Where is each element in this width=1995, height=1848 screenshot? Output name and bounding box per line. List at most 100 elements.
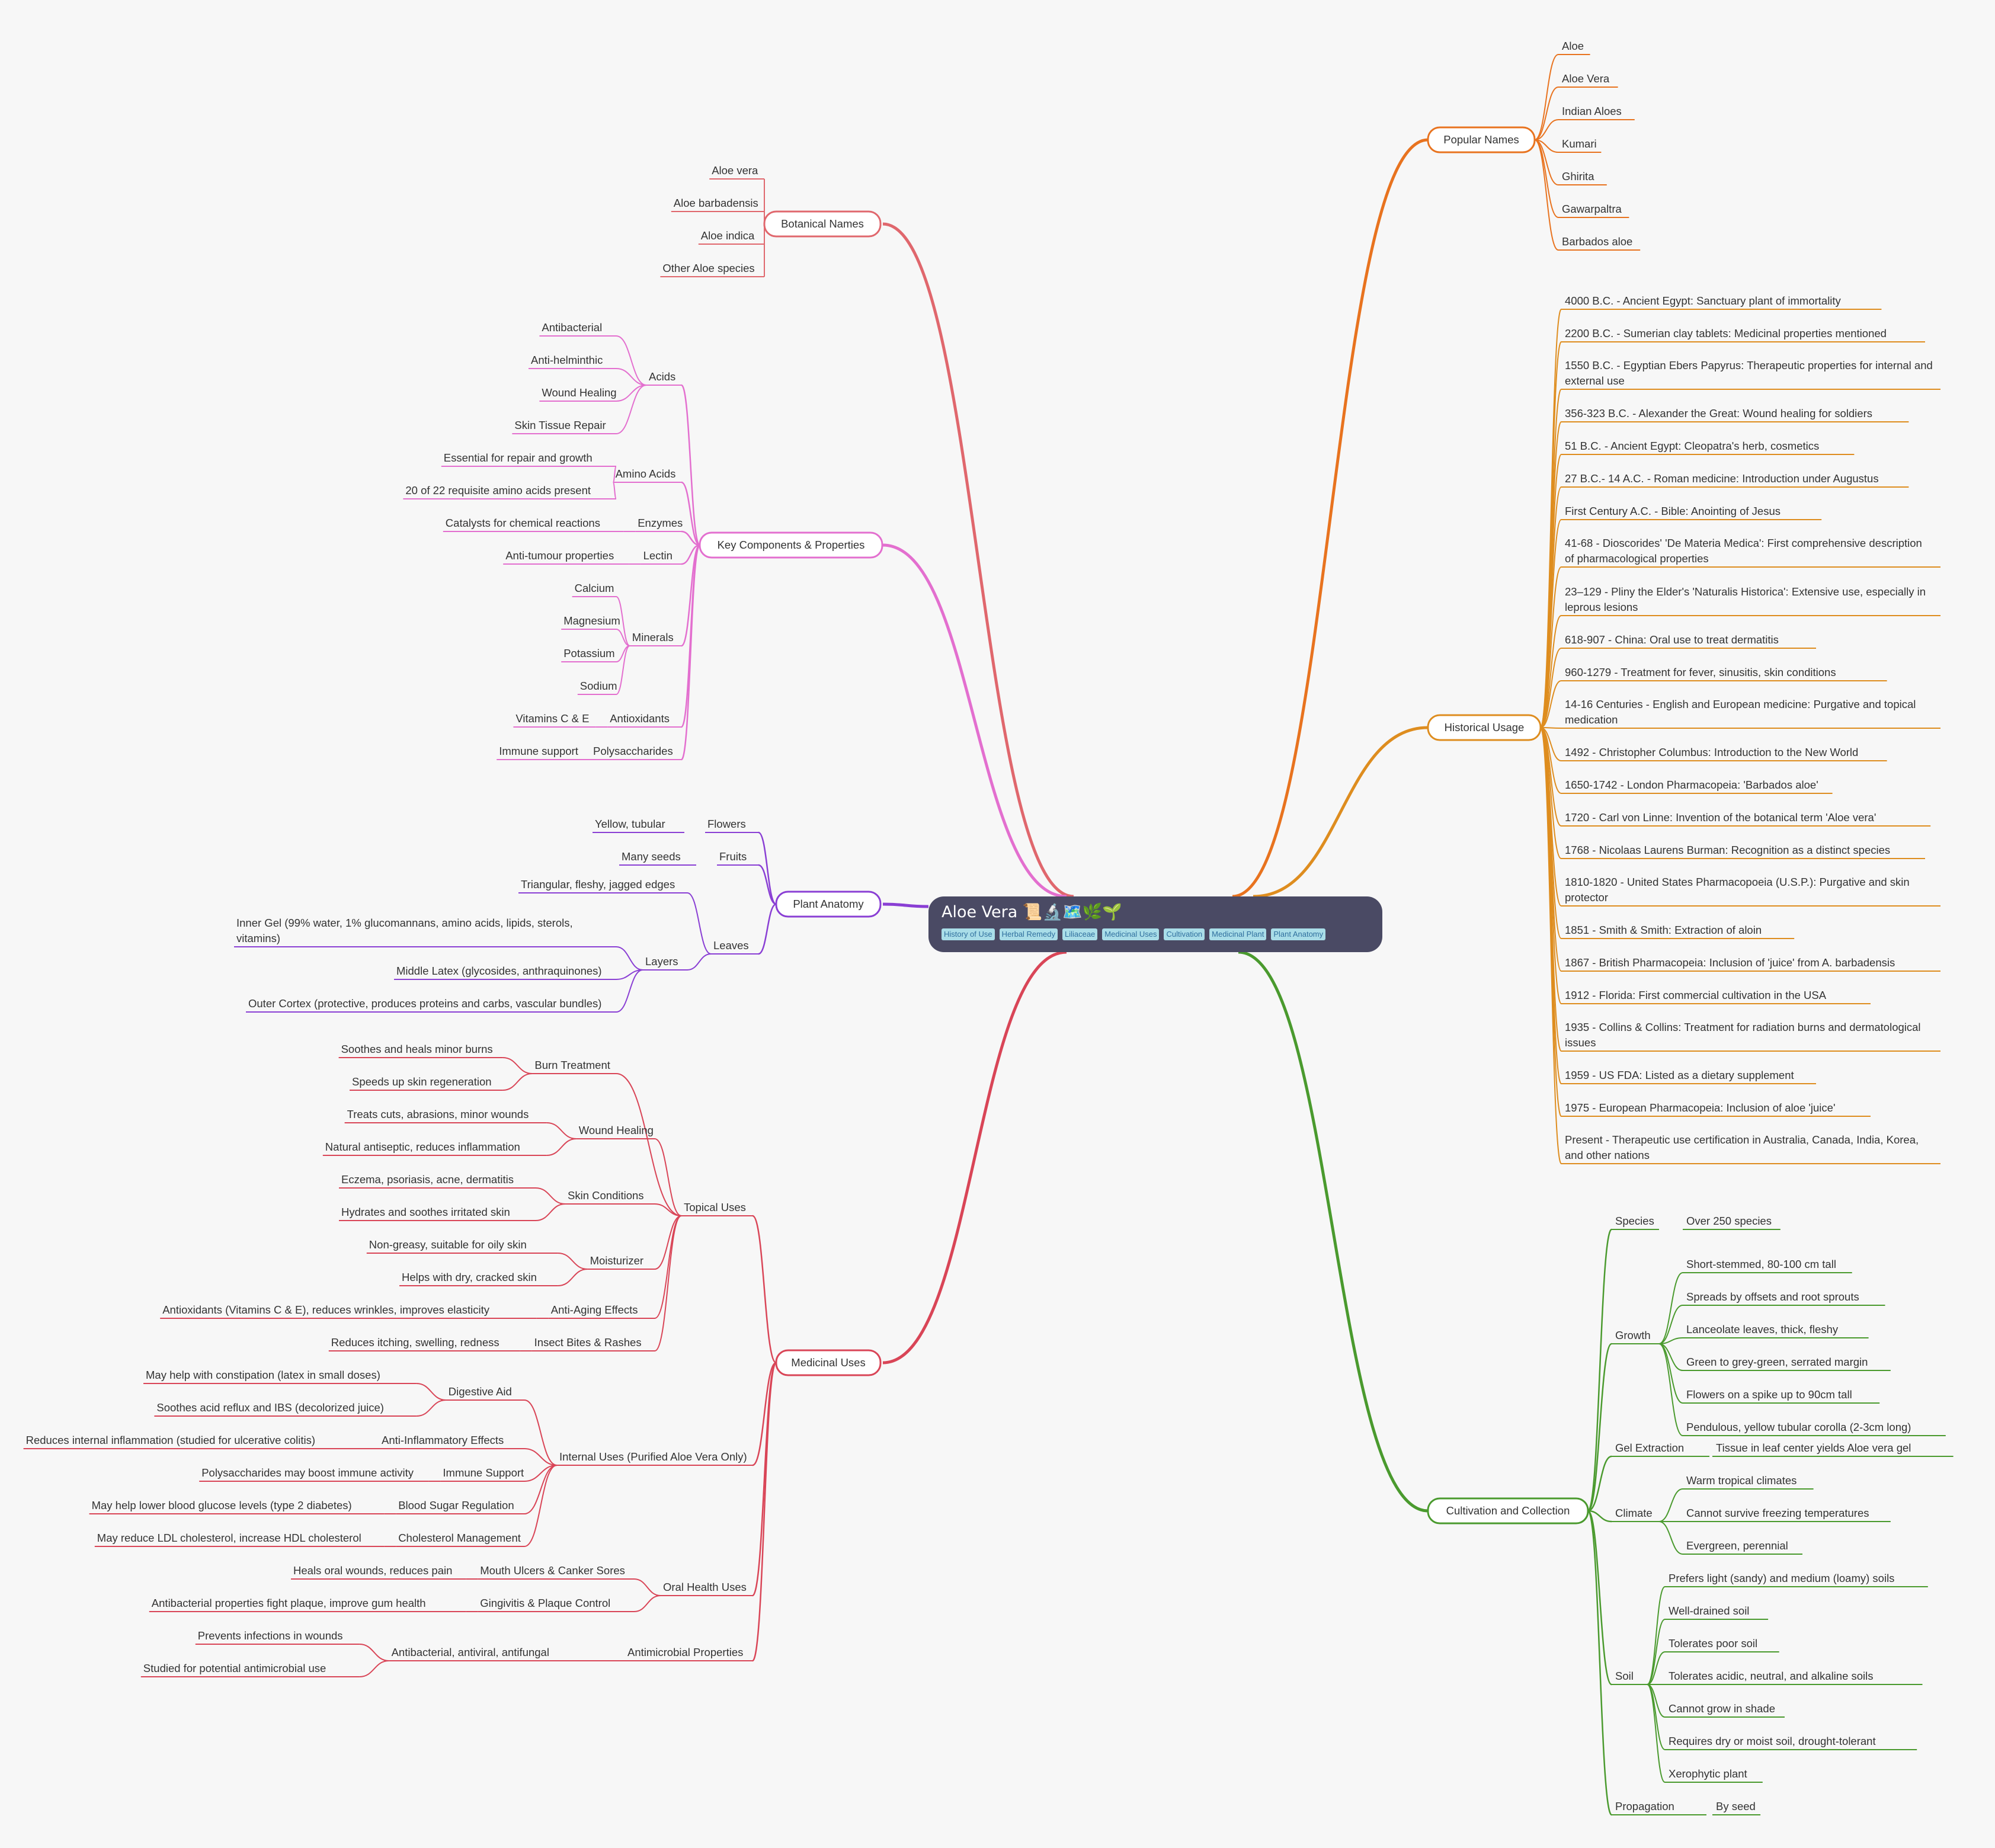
sub-wound-healing[interactable]: Wound Healing bbox=[579, 1124, 654, 1136]
leaf-41-68-dioscorides-de-materia-medica-first-compre[interactable]: 41-68 - Dioscorides' 'De Materia Medica'… bbox=[1565, 537, 1922, 565]
leaf-tolerates-acidic-neutral-and-alkaline-soils[interactable]: Tolerates acidic, neutral, and alkaline … bbox=[1669, 1670, 1874, 1682]
leaf-ghirita[interactable]: Ghirita bbox=[1562, 170, 1594, 182]
leaf-over-250-species[interactable]: Over 250 species bbox=[1686, 1215, 1772, 1227]
leaf-may-help-lower-blood-glucose-levels-type-2-diabe[interactable]: May help lower blood glucose levels (typ… bbox=[92, 1499, 352, 1511]
leaf-studied-for-potential-antimicrobial-use[interactable]: Studied for potential antimicrobial use bbox=[143, 1662, 326, 1674]
sub-amino-acids[interactable]: Amino Acids bbox=[616, 467, 676, 480]
sub-antioxidants[interactable]: Antioxidants bbox=[610, 712, 670, 725]
leaf-polysaccharides-may-boost-immune-activity[interactable]: Polysaccharides may boost immune activit… bbox=[201, 1466, 414, 1479]
leaf-1768-nicolaas-laurens-burman-recognition-as-a-di[interactable]: 1768 - Nicolaas Laurens Burman: Recognit… bbox=[1565, 844, 1890, 856]
leaf-cannot-grow-in-shade[interactable]: Cannot grow in shade bbox=[1669, 1702, 1775, 1715]
leaf-51-b-c-ancient-egypt-cleopatra-s-herb-cosmetics[interactable]: 51 B.C. - Ancient Egypt: Cleopatra's her… bbox=[1565, 440, 1819, 452]
leaf-aloe-indica[interactable]: Aloe indica bbox=[701, 229, 755, 242]
leaf-first-century-a-c-bible-anointing-of-jesus[interactable]: First Century A.C. - Bible: Anointing of… bbox=[1565, 505, 1781, 517]
leaf-present-therapeutic-use-certification-in-austral[interactable]: Present - Therapeutic use certification … bbox=[1565, 1133, 1919, 1161]
leaf-catalysts-for-chemical-reactions[interactable]: Catalysts for chemical reactions bbox=[446, 517, 600, 529]
node-botanical-names[interactable] bbox=[763, 210, 882, 238]
leaf-1959-us-fda-listed-as-a-dietary-supplement[interactable]: 1959 - US FDA: Listed as a dietary suppl… bbox=[1565, 1069, 1794, 1081]
leaf-23-129-pliny-the-elder-s-naturalis-historica-ext[interactable]: 23–129 - Pliny the Elder's 'Naturalis Hi… bbox=[1565, 585, 1926, 613]
leaf-well-drained-soil[interactable]: Well-drained soil bbox=[1669, 1604, 1749, 1617]
leaf-vitamins-c-e[interactable]: Vitamins C & E bbox=[515, 712, 589, 725]
leaf-skin-tissue-repair[interactable]: Skin Tissue Repair bbox=[514, 419, 606, 431]
sub-antimicrobial-properties[interactable]: Antimicrobial Properties bbox=[627, 1646, 743, 1658]
leaf-sodium[interactable]: Sodium bbox=[580, 680, 617, 692]
sub-soil[interactable]: Soil bbox=[1615, 1670, 1634, 1682]
leaf-spreads-by-offsets-and-root-sprouts[interactable]: Spreads by offsets and root sprouts bbox=[1686, 1290, 1859, 1303]
tag-history-of-use[interactable]: History of Use bbox=[942, 928, 995, 940]
leaf-non-greasy-suitable-for-oily-skin[interactable]: Non-greasy, suitable for oily skin bbox=[369, 1238, 527, 1251]
node-medicinal-uses[interactable] bbox=[775, 1349, 882, 1376]
leaf-1912-florida-first-commercial-cultivation-in-the[interactable]: 1912 - Florida: First commercial cultiva… bbox=[1565, 989, 1827, 1001]
leaf-tissue-in-leaf-center-yields-aloe-vera-gel[interactable]: Tissue in leaf center yields Aloe vera g… bbox=[1716, 1442, 1911, 1454]
leaf-4000-b-c-ancient-egypt-sanctuary-plant-of-immort[interactable]: 4000 B.C. - Ancient Egypt: Sanctuary pla… bbox=[1565, 294, 1842, 307]
sub-minerals[interactable]: Minerals bbox=[632, 631, 674, 643]
sub-antibacterial-antiviral-antifungal[interactable]: Antibacterial, antiviral, antifungal bbox=[392, 1646, 549, 1658]
leaf-aloe-vera[interactable]: Aloe Vera bbox=[1562, 72, 1610, 85]
leaf-xerophytic-plant[interactable]: Xerophytic plant bbox=[1669, 1767, 1747, 1780]
leaf-14-16-centuries-english-and-european-medicine-pu[interactable]: 14-16 Centuries - English and European m… bbox=[1565, 698, 1916, 726]
leaf-many-seeds[interactable]: Many seeds bbox=[622, 850, 681, 863]
leaf-soothes-acid-reflux-and-ibs-decolorized-juice[interactable]: Soothes acid reflux and IBS (decolorized… bbox=[156, 1401, 384, 1414]
leaf-helps-with-dry-cracked-skin[interactable]: Helps with dry, cracked skin bbox=[402, 1271, 537, 1283]
leaf-may-reduce-ldl-cholesterol-increase-hdl-choleste[interactable]: May reduce LDL cholesterol, increase HDL… bbox=[97, 1532, 361, 1544]
leaf-calcium[interactable]: Calcium bbox=[575, 582, 614, 594]
sub-flowers[interactable]: Flowers bbox=[707, 818, 746, 830]
leaf-green-to-grey-green-serrated-margin[interactable]: Green to grey-green, serrated margin bbox=[1686, 1356, 1868, 1368]
sub-cholesterol-management[interactable]: Cholesterol Management bbox=[398, 1532, 521, 1544]
leaf-anti-helminthic[interactable]: Anti-helminthic bbox=[531, 354, 603, 366]
leaf-1867-british-pharmacopeia-inclusion-of-juice-fro[interactable]: 1867 - British Pharmacopeia: Inclusion o… bbox=[1565, 956, 1895, 969]
leaf-evergreen-perennial[interactable]: Evergreen, perennial bbox=[1686, 1539, 1788, 1552]
leaf-flowers-on-a-spike-up-to-90cm-tall[interactable]: Flowers on a spike up to 90cm tall bbox=[1686, 1388, 1852, 1401]
leaf-27-b-c-14-a-c-roman-medicine-introduction-under-[interactable]: 27 B.C.- 14 A.C. - Roman medicine: Intro… bbox=[1565, 472, 1879, 485]
leaf-speeds-up-skin-regeneration[interactable]: Speeds up skin regeneration bbox=[352, 1075, 492, 1088]
leaf-aloe-barbadensis[interactable]: Aloe barbadensis bbox=[674, 197, 758, 209]
leaf-indian-aloes[interactable]: Indian Aloes bbox=[1562, 105, 1622, 117]
sub-propagation[interactable]: Propagation bbox=[1615, 1800, 1674, 1812]
leaf-antibacterial-properties-fight-plaque-improve-gu[interactable]: Antibacterial properties fight plaque, i… bbox=[152, 1597, 426, 1609]
sub-oral-health-uses[interactable]: Oral Health Uses bbox=[663, 1581, 747, 1593]
sub-moisturizer[interactable]: Moisturizer bbox=[590, 1254, 643, 1267]
leaf-hydrates-and-soothes-irritated-skin[interactable]: Hydrates and soothes irritated skin bbox=[341, 1206, 510, 1218]
leaf-barbados-aloe[interactable]: Barbados aloe bbox=[1562, 235, 1632, 248]
leaf-1935-collins-collins-treatment-for-radiation-bur[interactable]: 1935 - Collins & Collins: Treatment for … bbox=[1565, 1021, 1921, 1049]
leaf-essential-for-repair-and-growth[interactable]: Essential for repair and growth bbox=[444, 451, 593, 464]
sub-fruits[interactable]: Fruits bbox=[719, 850, 747, 863]
node-historical-usage[interactable] bbox=[1427, 714, 1542, 741]
leaf-kumari[interactable]: Kumari bbox=[1562, 137, 1597, 150]
leaf-1851-smith-smith-extraction-of-aloin[interactable]: 1851 - Smith & Smith: Extraction of aloi… bbox=[1565, 924, 1762, 936]
leaf-natural-antiseptic-reduces-inflammation[interactable]: Natural antiseptic, reduces inflammation bbox=[325, 1141, 520, 1153]
node-popular-names[interactable] bbox=[1427, 126, 1536, 153]
leaf-warm-tropical-climates[interactable]: Warm tropical climates bbox=[1686, 1474, 1797, 1487]
leaf-outer-cortex-protective-produces-proteins-and-ca[interactable]: Outer Cortex (protective, produces prote… bbox=[248, 997, 601, 1010]
leaf-triangular-fleshy[interactable]: Triangular, fleshy, jagged edges bbox=[521, 878, 675, 891]
leaf-1650-1742-london-pharmacopeia-barbados-aloe[interactable]: 1650-1742 - London Pharmacopeia: 'Barbad… bbox=[1565, 779, 1818, 791]
leaf-middle-latex-glycosides-anthraquinones[interactable]: Middle Latex (glycosides, anthraquinones… bbox=[396, 965, 602, 977]
leaf-heals-oral-wounds-reduces-pain[interactable]: Heals oral wounds, reduces pain bbox=[293, 1564, 452, 1577]
leaf-tolerates-poor-soil[interactable]: Tolerates poor soil bbox=[1669, 1637, 1757, 1650]
leaf-pendulous-yellow-tubular-corolla-2-3cm-long[interactable]: Pendulous, yellow tubular corolla (2-3cm… bbox=[1686, 1421, 1911, 1433]
node-cultivation[interactable] bbox=[1427, 1497, 1589, 1524]
tag-medicinal-plant[interactable]: Medicinal Plant bbox=[1209, 928, 1267, 940]
leaf-reduces-internal-inflammation-studied-for-ulcera[interactable]: Reduces internal inflammation (studied f… bbox=[26, 1434, 315, 1446]
leaf-soothes-and-heals-minor-burns[interactable]: Soothes and heals minor burns bbox=[341, 1043, 493, 1055]
sub-anti-inflammatory-effects[interactable]: Anti-Inflammatory Effects bbox=[382, 1434, 504, 1446]
sub-gel-extraction[interactable]: Gel Extraction bbox=[1615, 1442, 1684, 1454]
leaf-inner-gel-99-water-1-glucomannans-amino-acids-li[interactable]: Inner Gel (99% water, 1% glucomannans, a… bbox=[236, 917, 573, 944]
sub-internal-uses-purified-aloe-vera-only[interactable]: Internal Uses (Purified Aloe Vera Only) bbox=[559, 1450, 747, 1463]
leaf-short-stemmed-80-100-cm-tall[interactable]: Short-stemmed, 80-100 cm tall bbox=[1686, 1258, 1836, 1270]
leaf-anti-tumour-properties[interactable]: Anti-tumour properties bbox=[505, 549, 614, 562]
sub-enzymes[interactable]: Enzymes bbox=[638, 517, 683, 529]
leaf-356-323-b-c-alexander-the-great-wound-healing-fo[interactable]: 356-323 B.C. - Alexander the Great: Woun… bbox=[1565, 407, 1872, 419]
leaf-960-1279-treatment-for-fever-sinusitis-skin-cond[interactable]: 960-1279 - Treatment for fever, sinusiti… bbox=[1565, 666, 1836, 678]
leaf-antibacterial[interactable]: Antibacterial bbox=[542, 321, 602, 334]
node-key-components[interactable] bbox=[699, 531, 883, 559]
leaf-aloe[interactable]: Aloe bbox=[1562, 40, 1584, 52]
leaf-1975-european-pharmacopeia-inclusion-of-aloe-jui[interactable]: 1975 - European Pharmacopeia: Inclusion … bbox=[1565, 1101, 1836, 1114]
sub-gingivitis-plaque-control[interactable]: Gingivitis & Plaque Control bbox=[480, 1597, 610, 1609]
leaf-reduces-itching-swelling-redness[interactable]: Reduces itching, swelling, redness bbox=[331, 1336, 499, 1349]
leaf-treats-cuts-abrasions-minor-wounds[interactable]: Treats cuts, abrasions, minor wounds bbox=[347, 1108, 529, 1120]
sub-lectin[interactable]: Lectin bbox=[643, 549, 673, 562]
sub-layers[interactable]: Layers bbox=[645, 955, 678, 968]
sub-polysaccharides[interactable]: Polysaccharides bbox=[593, 745, 673, 757]
leaf-requires-dry-or-moist-soil-drought-tolerant[interactable]: Requires dry or moist soil, drought-tole… bbox=[1669, 1735, 1876, 1747]
